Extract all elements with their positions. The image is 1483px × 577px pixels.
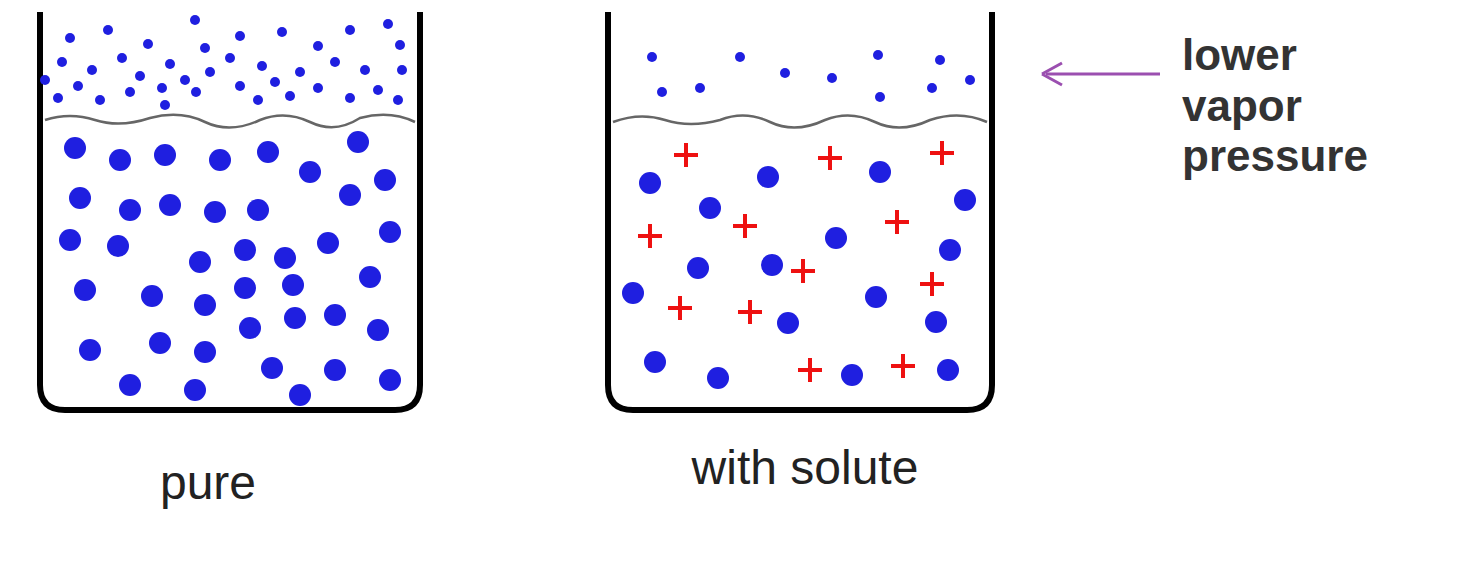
beaker-outline <box>40 12 420 410</box>
liquid-molecules <box>59 131 401 406</box>
liquid-surface <box>613 115 987 127</box>
solute-particles <box>638 141 954 382</box>
vapor-molecules <box>40 15 407 110</box>
liquid-molecules <box>622 161 976 389</box>
callout-label: lower vapor pressure <box>1182 30 1422 182</box>
beaker-label: pure <box>48 455 368 510</box>
pointer-arrow <box>1042 63 1160 85</box>
liquid-surface <box>45 115 415 128</box>
pure-beaker <box>40 12 420 410</box>
solution-beaker <box>608 12 992 410</box>
vapor-molecules <box>647 50 975 102</box>
beaker-outline <box>608 12 992 410</box>
beaker-label: with solute <box>675 440 935 495</box>
